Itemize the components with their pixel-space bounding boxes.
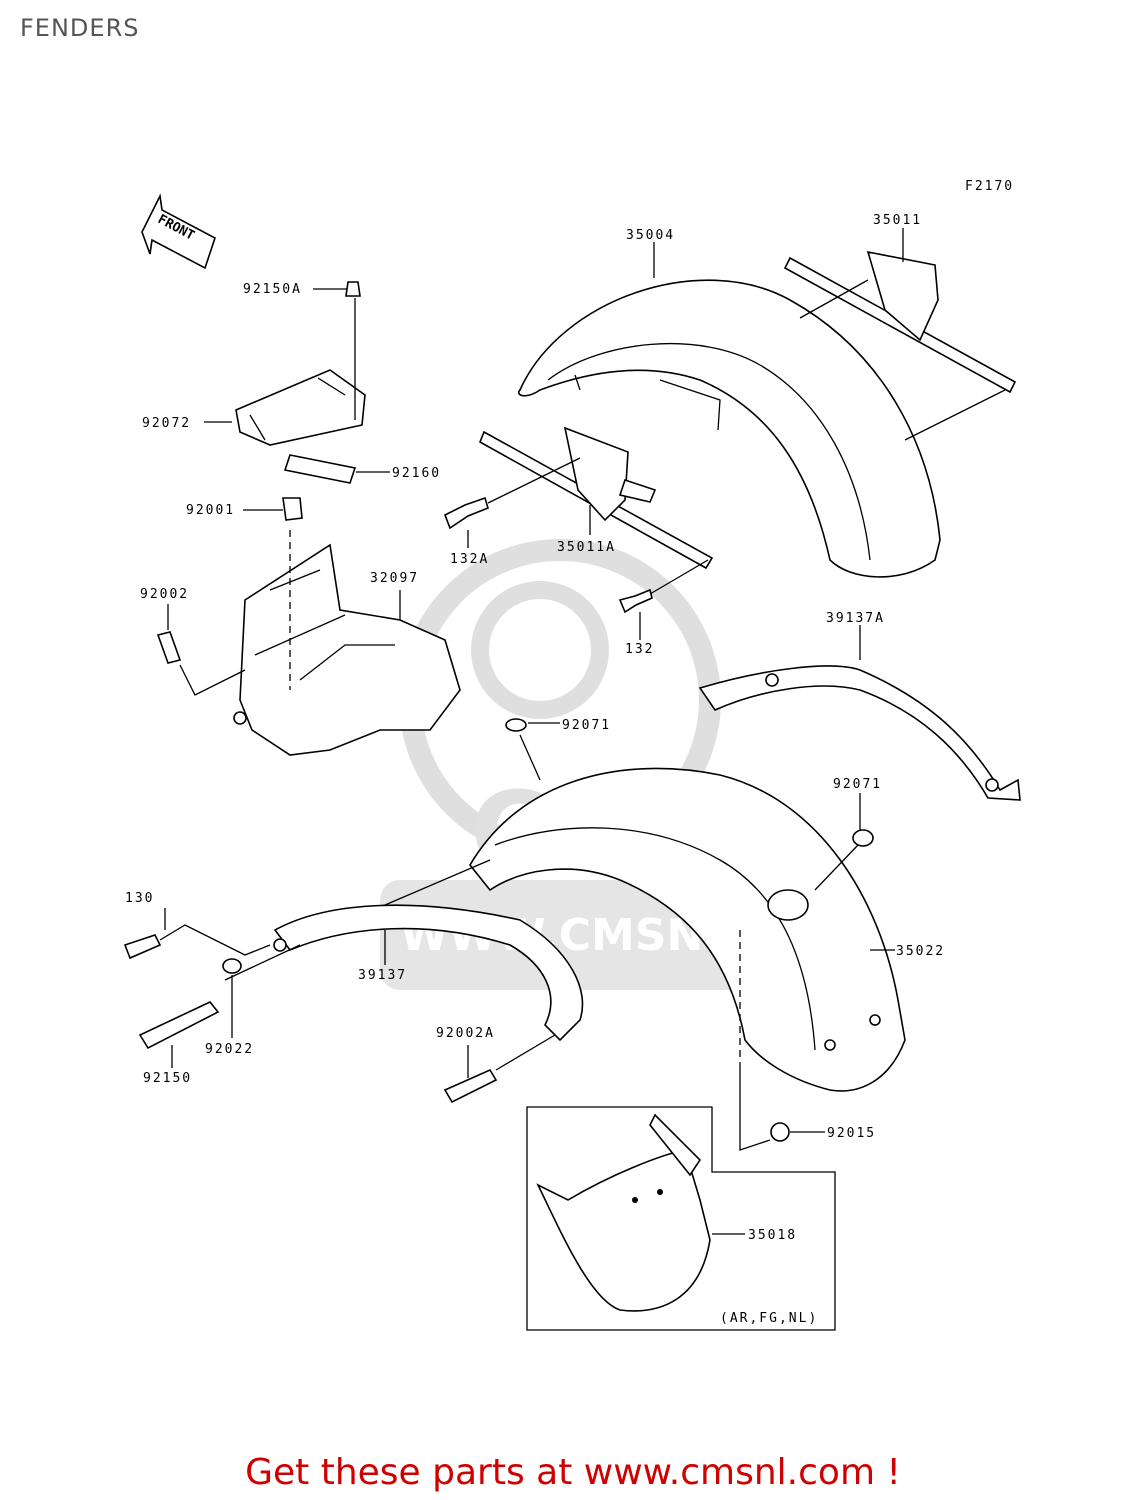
label-92001: 92001 — [186, 503, 235, 518]
label-92015: 92015 — [827, 1126, 876, 1141]
label-92072: 92072 — [142, 416, 191, 431]
label-39137A: 39137A — [826, 611, 885, 626]
bolt-92002A — [443, 1068, 498, 1104]
inset-note: (AR,FG,NL) — [720, 1311, 818, 1326]
bolt-92002 — [156, 631, 182, 664]
page-title: FENDERS — [20, 14, 140, 42]
bracket-92072 — [235, 369, 366, 446]
get-parts-link[interactable]: Get these parts at www.cmsnl.com ! — [245, 1452, 901, 1493]
washer-92022 — [222, 958, 242, 974]
diagram-code: F2170 — [965, 179, 1014, 194]
label-35011A: 35011A — [557, 540, 616, 555]
nut-92015 — [770, 1122, 790, 1142]
label-35011: 35011 — [873, 213, 922, 228]
front-arrow-icon: FRONT — [141, 193, 216, 270]
label-92160: 92160 — [392, 466, 441, 481]
label-92150: 92150 — [143, 1071, 192, 1086]
label-132: 132 — [625, 642, 654, 657]
label-92022: 92022 — [205, 1042, 254, 1057]
cover-32097 — [233, 543, 461, 756]
pad-92160 — [283, 454, 357, 484]
label-92150A: 92150A — [243, 282, 302, 297]
label-35022: 35022 — [896, 944, 945, 959]
bolt-130 — [123, 934, 162, 960]
front-fender-35004 — [518, 279, 941, 578]
label-39137: 39137 — [358, 968, 407, 983]
label-35004: 35004 — [626, 228, 675, 243]
rear-fender-35022 — [469, 767, 906, 1092]
bolt-132 — [618, 588, 653, 614]
label-92002: 92002 — [140, 587, 189, 602]
label-92071-right: 92071 — [833, 777, 882, 792]
leader-lines — [159, 228, 1006, 1235]
bolt-92150A — [345, 281, 361, 297]
part-labels: 35004 35011 92150A 92072 92160 92001 132… — [125, 213, 945, 1243]
grommet-92071-right — [852, 829, 874, 847]
label-132A: 132A — [450, 552, 489, 567]
stay-39137 — [273, 904, 584, 1042]
inset-box: (AR,FG,NL) — [526, 1106, 836, 1331]
bolt-132A — [443, 496, 489, 530]
label-35018: 35018 — [748, 1228, 797, 1243]
stay-39137A — [698, 665, 1021, 801]
label-92002A: 92002A — [436, 1026, 495, 1041]
label-32097: 32097 — [370, 571, 419, 586]
stay-35011 — [783, 250, 1017, 394]
grommet-92071-top — [505, 718, 527, 732]
bolt-92150 — [138, 1001, 220, 1050]
stay-35011A — [478, 426, 714, 570]
label-92071-top: 92071 — [562, 718, 611, 733]
parts-diagram: CMS WWW.CMSNL.COM F2170 FRONT — [123, 179, 1021, 1331]
bolt-92001 — [282, 497, 303, 521]
label-130: 130 — [125, 891, 154, 906]
